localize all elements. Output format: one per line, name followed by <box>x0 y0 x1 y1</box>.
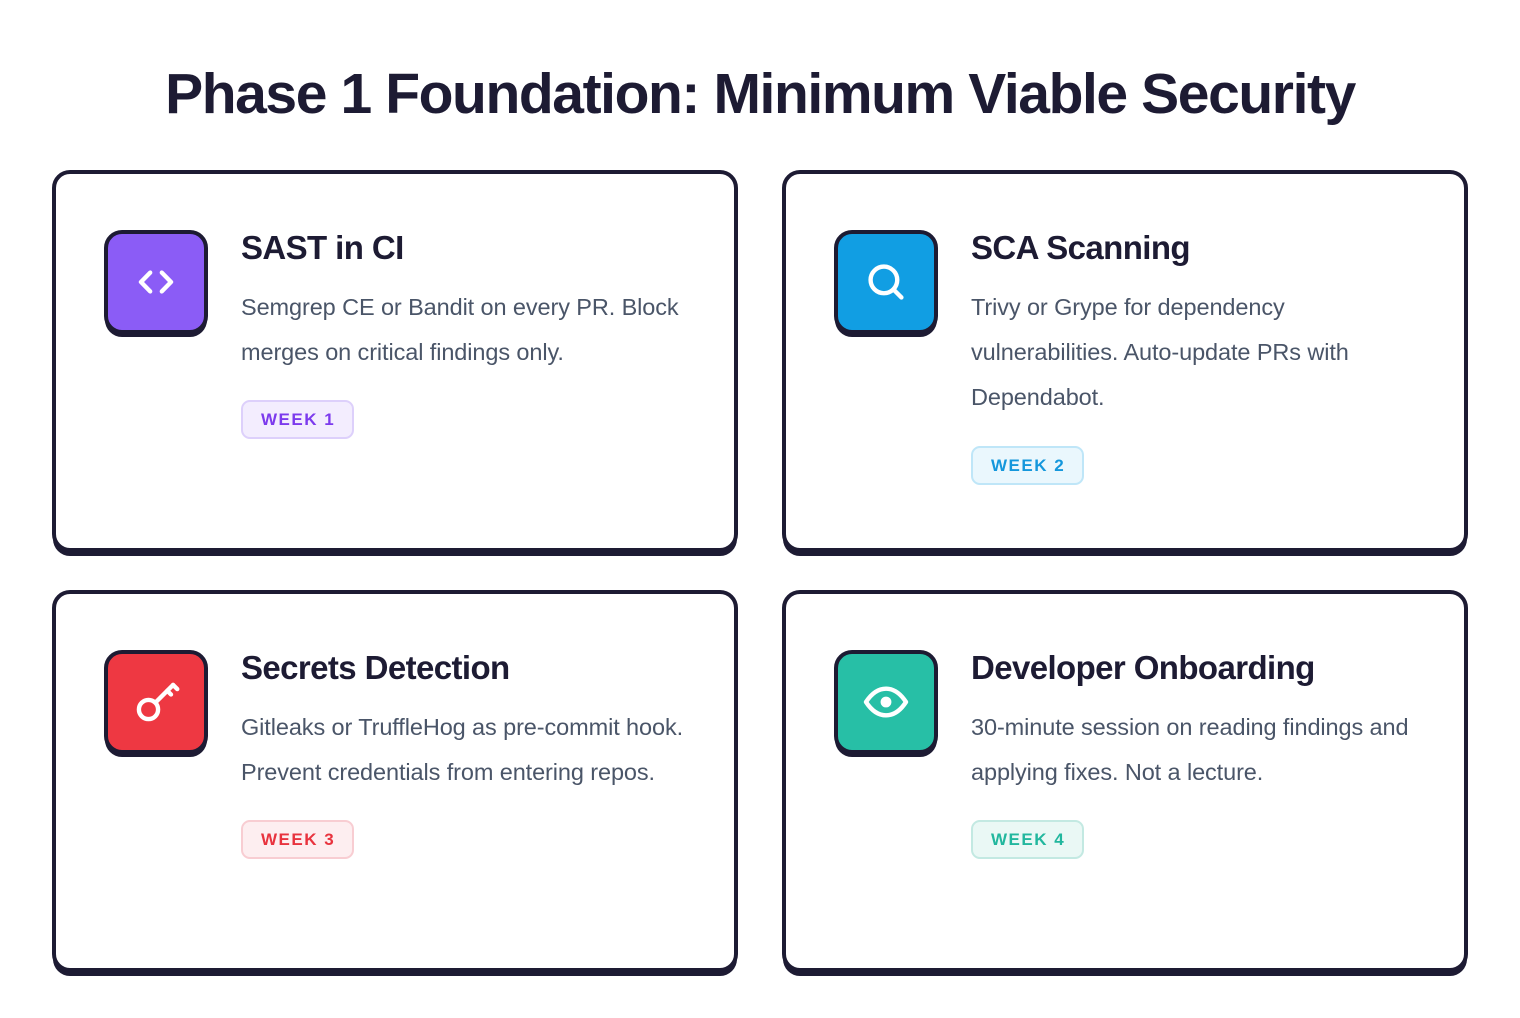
card-body-secrets-detection: Secrets Detection Gitleaks or TruffleHog… <box>241 646 690 860</box>
card-grid: SAST in CI Semgrep CE or Bandit on every… <box>52 170 1468 972</box>
search-icon <box>861 257 911 307</box>
card-body-developer-onboarding: Developer Onboarding 30-minute session o… <box>971 646 1420 860</box>
card-developer-onboarding[interactable]: Developer Onboarding 30-minute session o… <box>782 590 1468 972</box>
card-body-sast-in-ci: SAST in CI Semgrep CE or Bandit on every… <box>241 226 690 440</box>
icon-tile-secrets-detection <box>104 650 208 754</box>
card-sast-in-ci[interactable]: SAST in CI Semgrep CE or Bandit on every… <box>52 170 738 552</box>
status-badge: WEEK 4 <box>971 820 1085 860</box>
icon-tile-developer-onboarding <box>834 650 938 754</box>
card-description: Semgrep CE or Bandit on every PR. Block … <box>241 293 679 365</box>
icon-tile-sast-in-ci <box>104 230 208 334</box>
card-title: Developer Onboarding <box>971 649 1315 686</box>
card-title: SCA Scanning <box>971 229 1191 266</box>
card-body-sca-scanning: SCA Scanning Trivy or Grype for dependen… <box>971 226 1420 485</box>
page-title: Phase 1 Foundation: Minimum Viable Secur… <box>165 62 1356 126</box>
status-badge: WEEK 1 <box>241 400 355 440</box>
status-badge: WEEK 2 <box>971 445 1085 485</box>
card-description: 30-minute session on reading findings an… <box>971 713 1409 785</box>
eye-icon <box>861 677 911 727</box>
key-icon <box>131 677 181 727</box>
card-description: Gitleaks or TruffleHog as pre-commit hoo… <box>241 713 684 785</box>
status-badge: WEEK 3 <box>241 820 355 860</box>
code-icon <box>131 257 181 307</box>
card-description: Trivy or Grype for dependency vulnerabil… <box>971 293 1349 411</box>
card-title: SAST in CI <box>241 229 404 266</box>
card-secrets-detection[interactable]: Secrets Detection Gitleaks or TruffleHog… <box>52 590 738 972</box>
card-sca-scanning[interactable]: SCA Scanning Trivy or Grype for dependen… <box>782 170 1468 552</box>
card-title: Secrets Detection <box>241 649 510 686</box>
icon-tile-sca-scanning <box>834 230 938 334</box>
